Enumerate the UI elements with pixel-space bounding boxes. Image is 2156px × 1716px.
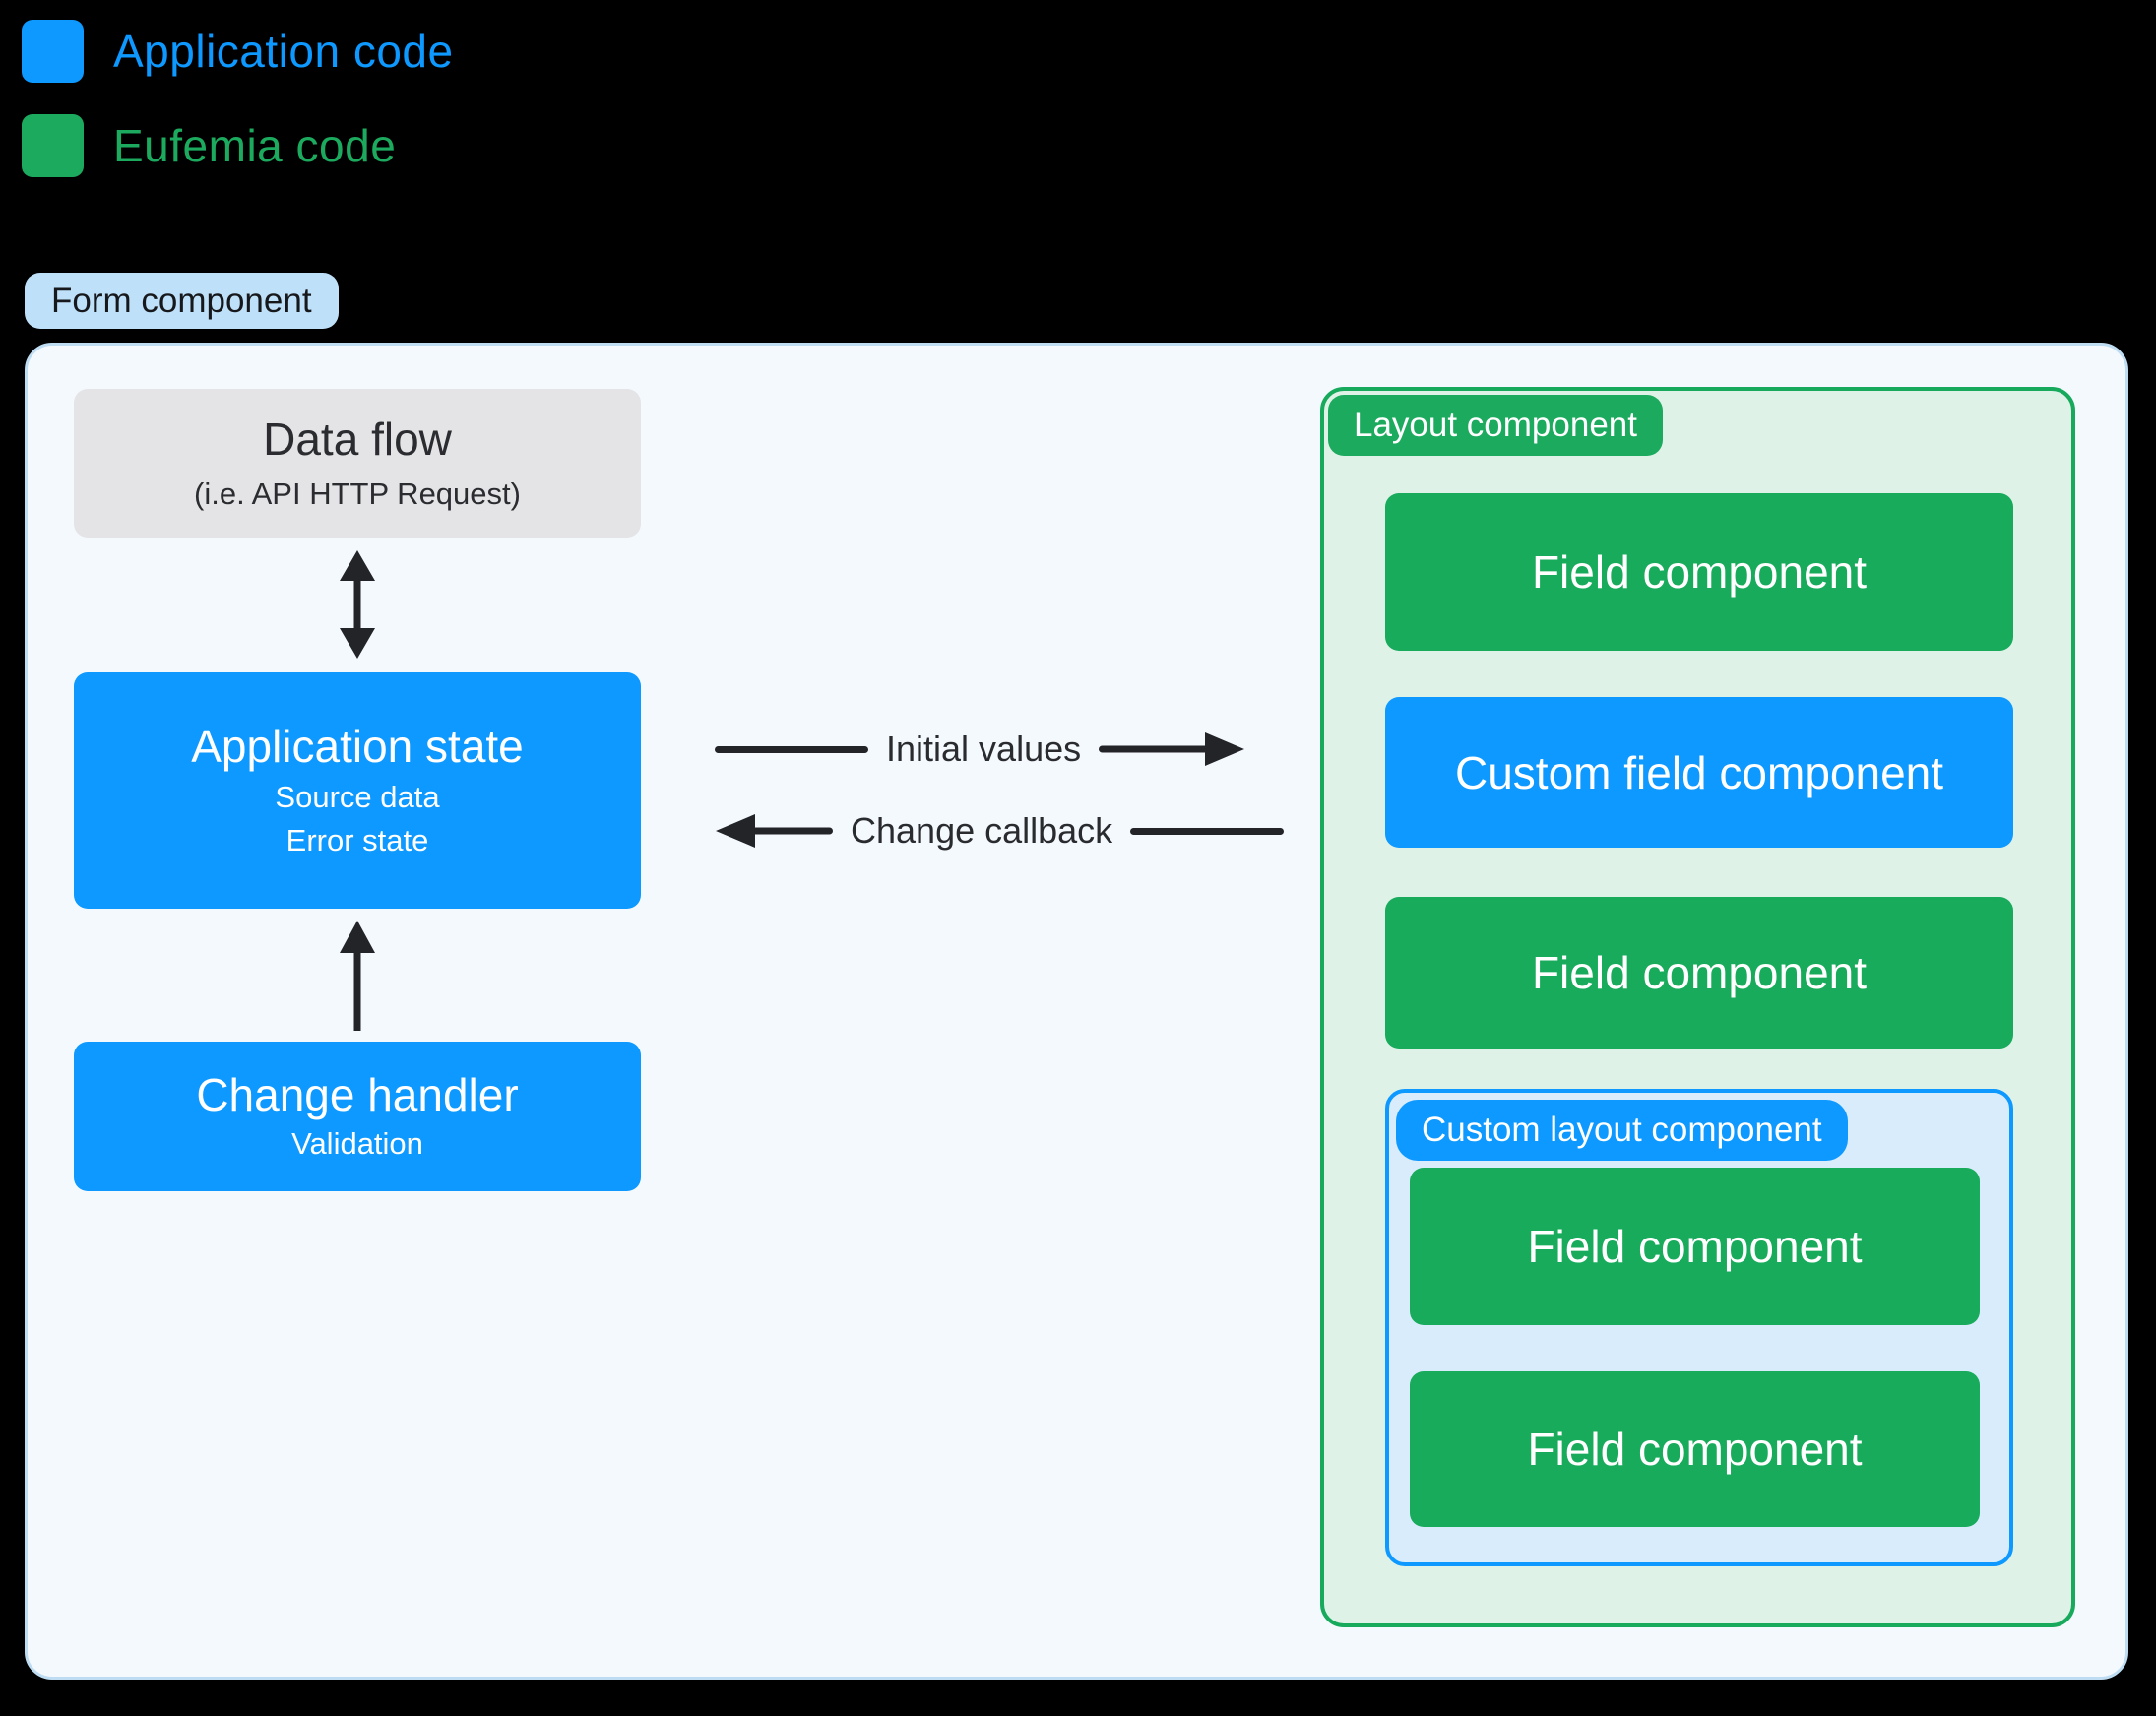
change-handler-line-validation: Validation	[291, 1126, 423, 1162]
form-component-container: Data flow (i.e. API HTTP Request) Applic…	[25, 343, 2128, 1680]
data-flow-subtitle: (i.e. API HTTP Request)	[194, 476, 521, 511]
change-callback-label: Change callback	[851, 810, 1113, 851]
data-flow-box: Data flow (i.e. API HTTP Request)	[74, 389, 641, 538]
application-state-box: Application state Source data Error stat…	[74, 672, 641, 909]
layout-component-badge: Layout component	[1328, 395, 1663, 456]
legend-item-application-code: Application code	[22, 20, 454, 83]
application-state-title: Application state	[191, 720, 524, 772]
eufemia-code-swatch-icon	[22, 114, 84, 177]
up-arrow-icon	[340, 921, 375, 1031]
form-component-badge: Form component	[25, 273, 339, 329]
custom-layout-component-container: Custom layout component Field component …	[1385, 1089, 2013, 1566]
bidirectional-arrow-icon	[340, 550, 375, 659]
layout-component-container: Layout component Field component Custom …	[1320, 387, 2075, 1627]
field-component-box-3: Field component	[1410, 1168, 1980, 1325]
change-handler-title: Change handler	[196, 1069, 519, 1121]
initial-values-label: Initial values	[886, 729, 1082, 769]
application-state-line-source-data: Source data	[275, 779, 440, 814]
change-handler-box: Change handler Validation	[74, 1042, 641, 1191]
field-component-box-2: Field component	[1385, 897, 2013, 1049]
legend-label-eufemia-code: Eufemia code	[113, 120, 397, 171]
custom-field-component-box: Custom field component	[1385, 697, 2013, 848]
initial-values-line	[715, 745, 868, 753]
legend-item-eufemia-code: Eufemia code	[22, 114, 396, 177]
right-arrow-icon	[1099, 732, 1245, 766]
field-component-box-4: Field component	[1410, 1371, 1980, 1527]
change-callback-flow: Change callback	[715, 810, 1285, 851]
left-arrow-icon	[716, 814, 833, 848]
application-state-line-error-state: Error state	[285, 823, 429, 858]
application-code-swatch-icon	[22, 20, 84, 83]
data-flow-title: Data flow	[263, 413, 452, 465]
initial-values-flow: Initial values	[715, 729, 1246, 769]
custom-layout-component-badge: Custom layout component	[1396, 1100, 1848, 1161]
legend-label-application-code: Application code	[113, 26, 454, 77]
change-callback-line	[1130, 827, 1285, 835]
field-component-box-1: Field component	[1385, 493, 2013, 651]
